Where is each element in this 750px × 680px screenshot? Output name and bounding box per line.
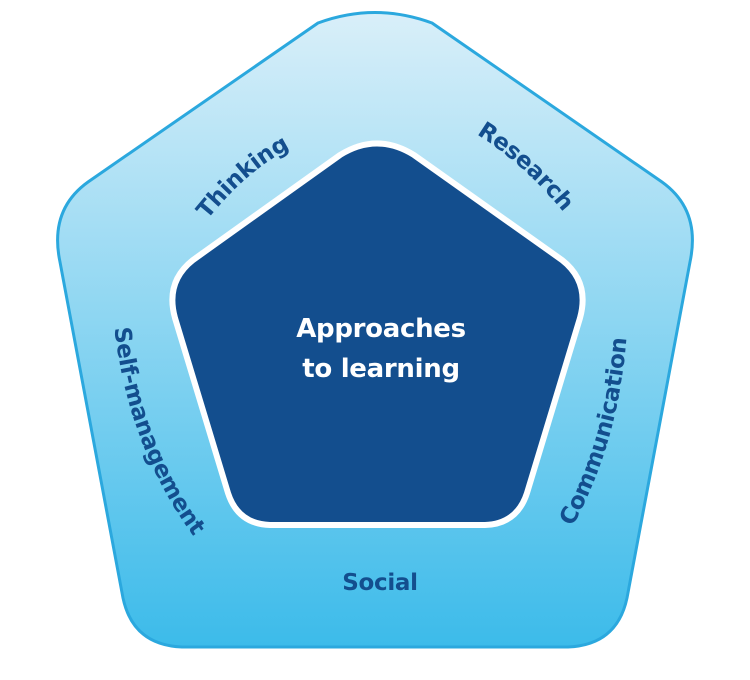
center-title-line-2: to learning	[302, 354, 460, 384]
center-title-line-1: Approaches	[296, 314, 466, 344]
label-social: Social	[342, 570, 418, 596]
inner-pentagon	[169, 140, 586, 528]
